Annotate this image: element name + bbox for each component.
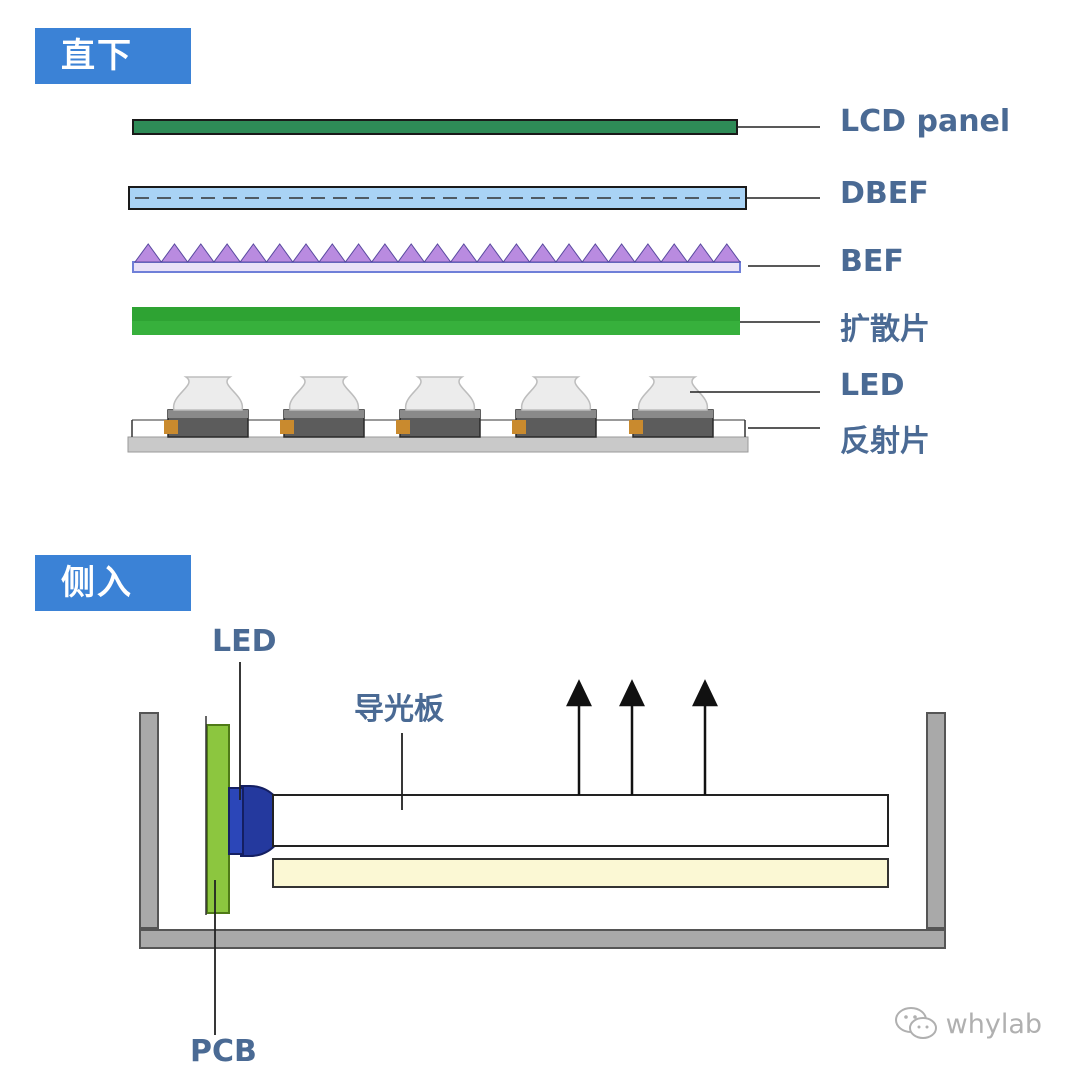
- label-dbef: DBEF: [840, 176, 929, 211]
- pcb-board: [206, 724, 230, 914]
- label-pcb: PCB: [190, 1034, 257, 1069]
- wechat-icon: [894, 1007, 937, 1039]
- label-diffuser: 扩散片: [840, 312, 930, 347]
- label-lcd-panel: LCD panel: [840, 104, 1011, 139]
- section-tag-direct-lit: 直下式: [35, 28, 191, 132]
- label-bef: BEF: [840, 244, 904, 279]
- label-direct-led: LED: [840, 368, 905, 403]
- light-guide-plate: [272, 794, 889, 847]
- lcd-panel-layer: [132, 119, 738, 135]
- direct-led-1: [164, 376, 249, 438]
- frame-base: [139, 929, 946, 949]
- direct-led-3: [396, 376, 481, 438]
- frame-left-wall: [139, 712, 159, 929]
- label-light-guide: 导光板: [354, 692, 444, 727]
- frame-right-wall: [926, 712, 946, 929]
- watermark: whylab: [894, 1006, 1042, 1042]
- label-reflector: 反射片: [840, 424, 930, 459]
- bef-prism-row: [134, 243, 741, 263]
- direct-led-4: [512, 376, 597, 438]
- direct-led-array: [132, 376, 745, 438]
- direct-led-5: [629, 376, 714, 438]
- bef-layer: [132, 243, 741, 273]
- direct-led-2: [280, 376, 365, 438]
- light-output-arrows: [566, 679, 718, 795]
- reflector-base: [127, 436, 749, 453]
- reflector-sheet: [272, 858, 889, 888]
- watermark-text: whylab: [945, 1008, 1042, 1040]
- label-edge-led: LED: [212, 624, 277, 659]
- section-tag-edge-lit: 侧入式: [35, 555, 191, 659]
